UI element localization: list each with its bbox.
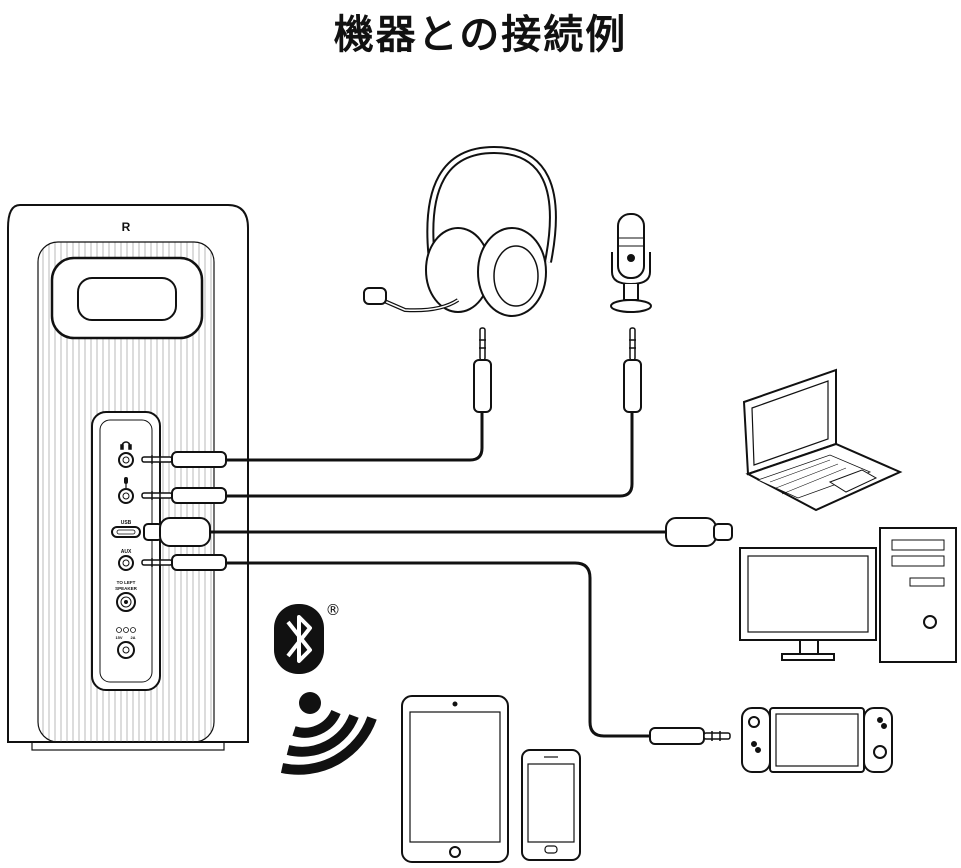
speaker-icon — [7, 204, 249, 751]
aux-port-label: AUX — [121, 549, 132, 555]
left-speaker-label-1: TO LEFT — [117, 580, 136, 585]
usb-microphone-icon — [610, 213, 652, 313]
dc-polarity-icon — [116, 627, 136, 633]
microphone-cable — [226, 412, 634, 498]
headset-cable — [226, 412, 484, 462]
desktop-pc-icon — [739, 527, 957, 663]
speaker-side-label: R — [122, 220, 131, 234]
usb-c-plug-device — [665, 517, 733, 547]
microphone-icon — [124, 477, 128, 488]
aux-plug — [141, 554, 227, 571]
dc-voltage-label: 15V — [115, 635, 122, 640]
page-title: 機器との接続例 — [333, 12, 628, 58]
headphone-plug — [141, 451, 227, 468]
mic-plug — [141, 487, 227, 504]
microphone-jack — [623, 327, 642, 413]
laptop-icon — [742, 368, 903, 512]
tablet-icon — [401, 695, 509, 863]
headset-jack — [473, 327, 492, 413]
smartphone-icon — [521, 749, 581, 861]
left-speaker-label-2: SPEAKER — [115, 586, 138, 591]
headset-icon — [363, 145, 557, 317]
usb-port-label: USB — [121, 520, 132, 526]
dc-current-label: 2A — [130, 635, 135, 640]
console-plug — [649, 727, 731, 745]
registered-mark: ® — [326, 601, 341, 619]
usb-c-plug — [143, 517, 211, 547]
game-console-icon — [741, 707, 893, 773]
bluetooth-icon — [274, 604, 324, 674]
aux-cable — [226, 561, 650, 738]
headphone-icon — [120, 441, 132, 450]
wireless-icon — [280, 692, 377, 775]
